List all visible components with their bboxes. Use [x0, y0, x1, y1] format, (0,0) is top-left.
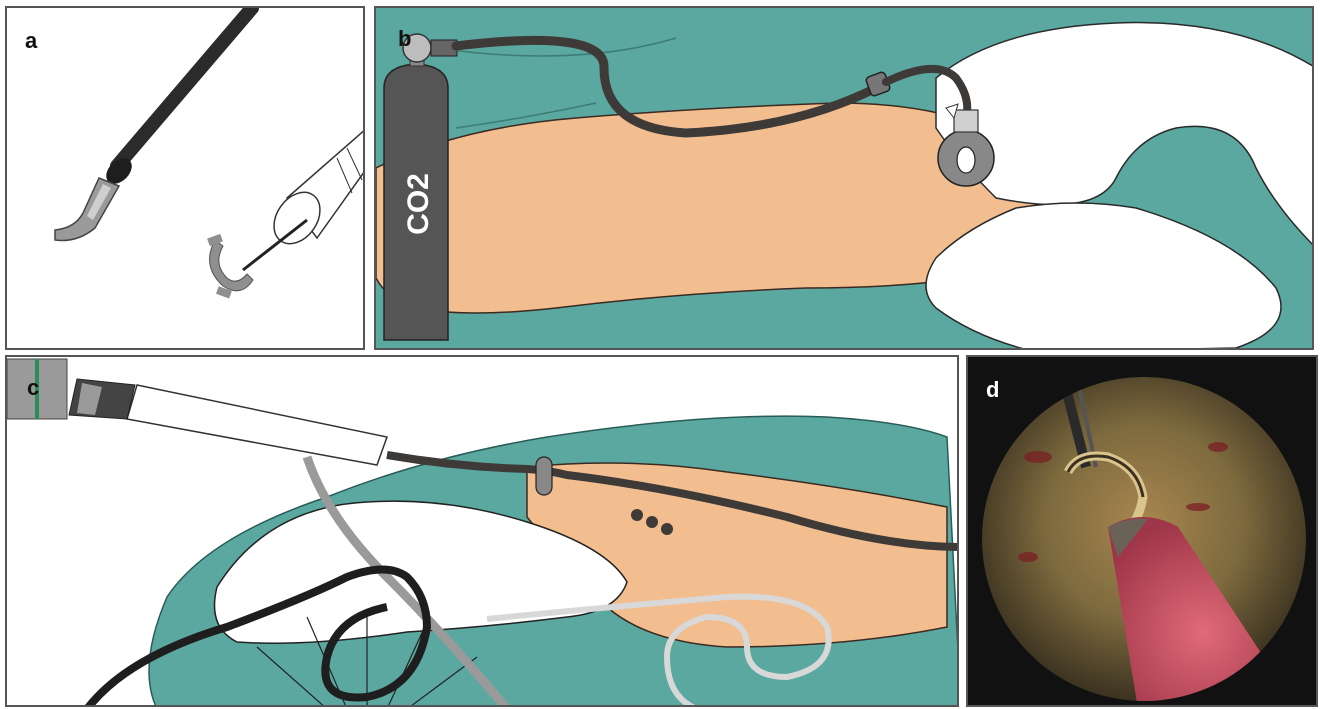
panel-b-insufflation-setup: b CO2 — [374, 6, 1314, 350]
co2-cylinder: CO2 — [384, 34, 457, 340]
panel-c-illustration — [7, 357, 959, 707]
shaft-port-ring — [536, 457, 552, 495]
instrument-shaft — [117, 8, 252, 166]
panel-a-instruments: a — [5, 6, 365, 350]
panel-b-illustration: CO2 — [376, 8, 1314, 350]
panel-d-illustration — [968, 357, 1318, 707]
scope-camera-handle — [7, 359, 387, 465]
panel-a-label: a — [25, 30, 37, 52]
panel-d-label: d — [986, 379, 999, 401]
sheath-cylinder — [265, 128, 365, 252]
panel-d-endoscopic-view: d — [966, 355, 1318, 707]
co2-label: CO2 — [402, 173, 435, 235]
panel-c-label: c — [27, 377, 39, 399]
panel-a-illustration — [7, 8, 365, 350]
white-drape-lower — [926, 203, 1281, 350]
panel-c-endoscope-setup: c — [5, 355, 959, 707]
panel-b-label: b — [398, 28, 411, 50]
